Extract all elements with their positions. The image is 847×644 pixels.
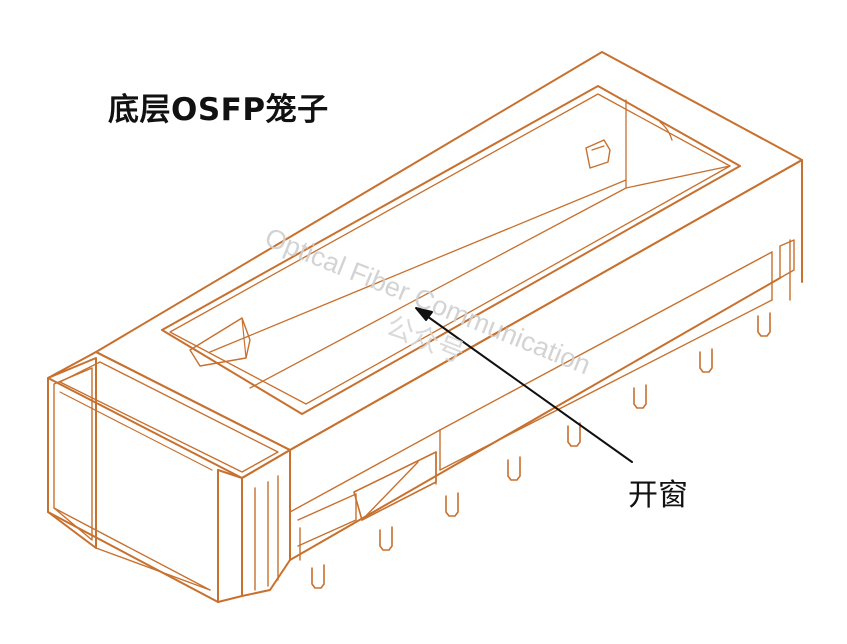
press-fit-pin [757,312,771,337]
rear-end-face [771,239,795,301]
top-window-opening [161,85,741,415]
front-opening [47,357,219,603]
press-fit-pins [311,312,771,589]
cage-side-wall [289,159,803,561]
press-fit-pin [633,384,647,409]
press-fit-pin [507,456,521,481]
diagram-title: 底层OSFP笼子 [108,92,329,128]
press-fit-pin [445,492,459,517]
callout-arrow [415,307,633,463]
press-fit-pin [379,526,393,551]
press-fit-pin [311,564,325,589]
press-fit-pin [699,348,713,373]
callout-label-window: 开窗 [628,478,688,513]
press-fit-pin [567,422,581,447]
